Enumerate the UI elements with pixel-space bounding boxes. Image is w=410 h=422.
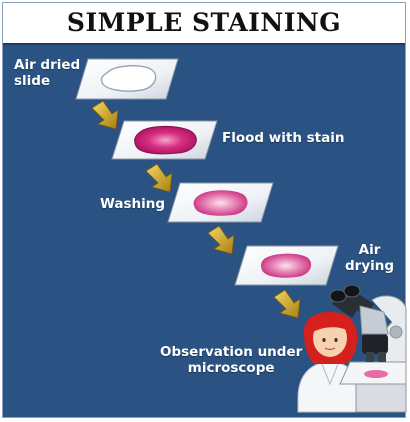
step-air-dried-label: Air dried slide: [14, 57, 80, 89]
step-washing-label: Washing: [100, 196, 166, 212]
step-flood-label: Flood with stain: [222, 130, 345, 146]
diagram-title: SIMPLE STAINING: [66, 8, 342, 37]
arrow-down-right-icon: [145, 163, 173, 193]
slide-icon: [234, 245, 339, 286]
arrow-down-right-icon: [207, 225, 235, 255]
slide-icon: [75, 58, 179, 100]
step-air-drying-line2: drying: [345, 258, 395, 274]
arrow-down-right-icon: [91, 100, 119, 130]
step-observation-label: Observation under microscope: [160, 344, 302, 376]
step-air-drying-label: Air drying: [345, 242, 394, 274]
step-observation-line2: microscope: [187, 360, 275, 376]
slide-icon: [167, 182, 274, 223]
microscope-icon: [329, 284, 407, 413]
step-air-dried-line2: slide: [14, 73, 51, 89]
arrow-down-right-icon: [273, 289, 301, 319]
person-icon: [297, 312, 362, 413]
title-bar: SIMPLE STAINING: [3, 3, 405, 45]
slide-icon: [111, 120, 218, 160]
step-air-dried-line1: Air dried: [14, 57, 81, 73]
step-air-drying-line1: Air: [358, 242, 381, 258]
step-observation-line1: Observation under: [160, 344, 303, 360]
